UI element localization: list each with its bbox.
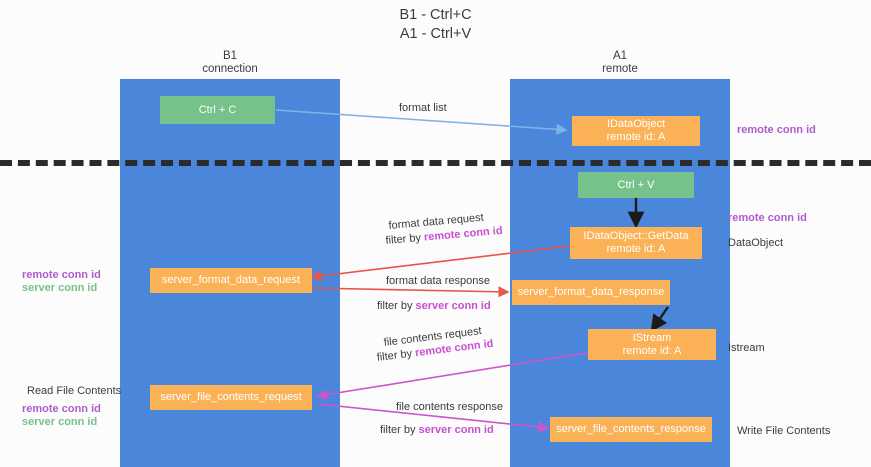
label-format-list: format list (399, 102, 447, 114)
box-server-format-data-request-label: server_format_data_request (161, 274, 301, 286)
arrow-format-data-request (310, 244, 579, 282)
side-label-remote-conn-id-mid: remote conn id (728, 212, 807, 224)
box-server-format-data-request[interactable]: server_format_data_request (150, 268, 312, 293)
arrow-format-data-response (311, 286, 510, 298)
side-label-left-server-conn-id-2: server conn id (22, 416, 98, 428)
label-fdresp-filter-prefix: filter by (377, 300, 416, 312)
box-server-file-contents-request-label: server_file_contents_request (160, 391, 302, 403)
box-idataobject-remote-line1: IDataObject (606, 118, 666, 130)
box-server-format-data-response-label: server_format_data_response (517, 286, 665, 298)
box-ctrl-v[interactable]: Ctrl + V (578, 172, 694, 198)
box-istream[interactable]: IStream remote id: A (588, 329, 716, 360)
lane-header-b1-line1: B1 (222, 50, 238, 62)
box-getdata-line2: remote id: A (606, 243, 666, 255)
box-server-file-contents-response[interactable]: server_file_contents_response (550, 417, 712, 442)
label-fcresp-filter-key: server conn id (418, 424, 494, 436)
phase-divider (0, 160, 871, 166)
lane-header-a1: A1 remote (510, 50, 730, 76)
arrow-response-istream (650, 306, 669, 332)
label-fcresp-filter-prefix: filter by (380, 424, 419, 436)
page-title: B1 - Ctrl+C A1 - Ctrl+V (0, 6, 871, 44)
title-line-2: A1 - Ctrl+V (399, 26, 472, 42)
label-fdr-filter-prefix: filter by (385, 231, 425, 247)
label-file-contents-response-filter: filter by server conn id (380, 423, 494, 437)
lane-header-b1: B1 connection (120, 50, 340, 76)
side-label-left-remote-conn-id-2: remote conn id (22, 403, 101, 415)
label-format-data-response-filter: filter by server conn id (377, 299, 491, 313)
box-getdata-line1: IDataObject::GetData (583, 230, 689, 242)
label-format-data-response: format data response (386, 275, 490, 287)
arrow-format-list (275, 109, 568, 135)
arrow-file-contents-response (317, 403, 550, 433)
title-line-1: B1 - Ctrl+C (399, 7, 472, 23)
side-label-left-remote-conn-id-1: remote conn id (22, 269, 101, 281)
box-server-file-contents-response-label: server_file_contents_response (556, 423, 706, 435)
box-server-format-data-response[interactable]: server_format_data_response (512, 280, 670, 305)
lane-header-a1-line2: remote (602, 63, 638, 75)
side-label-dataobject: DataObject (728, 237, 784, 249)
box-ctrl-c[interactable]: Ctrl + C (160, 96, 275, 124)
arrow-file-contents-request (316, 351, 593, 401)
box-idataobject-remote-line2: remote id: A (606, 131, 666, 143)
box-server-file-contents-request[interactable]: server_file_contents_request (150, 385, 312, 410)
lane-header-b1-line2: connection (202, 63, 258, 75)
box-ctrl-c-line1: Ctrl + C (198, 103, 237, 116)
side-label-read-file-contents: Read File Contents (27, 385, 122, 397)
label-file-contents-response: file contents response (396, 401, 504, 413)
side-label-left-server-conn-id-1: server conn id (22, 282, 98, 294)
box-getdata[interactable]: IDataObject::GetData remote id: A (570, 227, 702, 259)
lane-header-a1-line1: A1 (612, 50, 628, 62)
box-istream-line2: remote id: A (622, 344, 682, 357)
side-label-istream: Istream (728, 342, 765, 354)
box-ctrl-v-line1: Ctrl + V (617, 178, 655, 191)
label-fdresp-filter-key: server conn id (415, 300, 491, 312)
box-idataobject-remote[interactable]: IDataObject remote id: A (572, 116, 700, 146)
side-label-write-file-contents: Write File Contents (737, 425, 831, 437)
side-label-remote-conn-id-top: remote conn id (737, 124, 816, 136)
box-istream-line1: IStream (632, 331, 672, 344)
